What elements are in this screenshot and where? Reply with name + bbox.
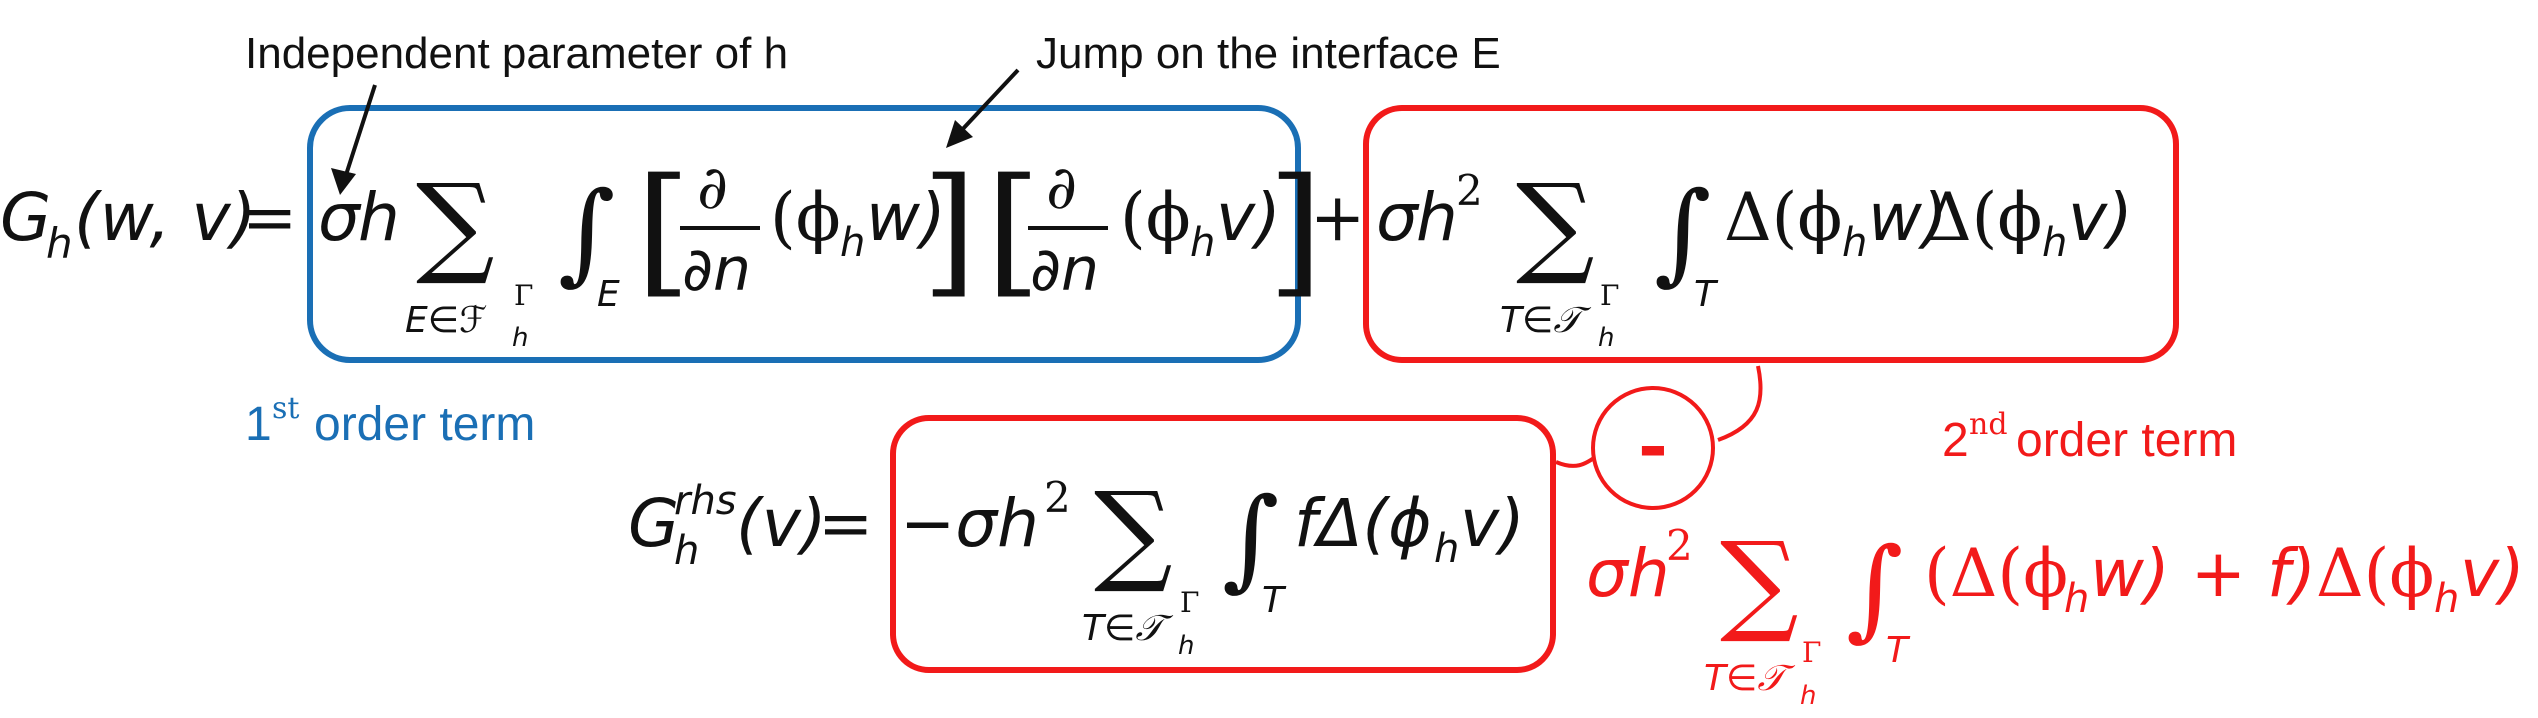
second-order-number: 2: [1942, 414, 1969, 467]
minus-connector-right: [1717, 365, 1763, 442]
rhs-sum-sub: T∈𝒯: [1082, 608, 1173, 649]
diff-square: 2: [1666, 521, 1693, 570]
diff-v-tail: v): [2460, 535, 2525, 612]
phi-w-open: (ϕ: [770, 179, 841, 256]
integral-2: ∫: [1654, 168, 1711, 296]
first-order-text: order term: [314, 398, 535, 451]
minus-circle: [1591, 386, 1715, 510]
delta-phi-v-tail: v): [2068, 179, 2133, 256]
lbracket-2: [: [986, 149, 1041, 312]
plus: +: [1310, 179, 1365, 256]
integral-1: ∫: [558, 168, 615, 296]
second-order-text: order term: [2016, 414, 2237, 467]
second-order-superscript: nd: [1969, 407, 2008, 442]
first-order-superscript: st: [272, 391, 299, 426]
main-equation: G h (w, v) = σ h ∑ E∈ℱ h Γ ∫ E [ ∂ ∂n (ϕ…: [0, 149, 2133, 353]
rhs-sup: rhs: [674, 478, 737, 524]
diff-open-sub-h: h: [2064, 576, 2089, 622]
rhs-G: G: [628, 485, 679, 562]
annotation-independent-parameter: Independent parameter of h: [245, 29, 788, 78]
diff-integral-sub: T: [1886, 630, 1911, 671]
delta-phi-w-sub-h: h: [1842, 220, 1867, 266]
sum-2: ∑: [1516, 160, 1595, 288]
diff-integral: ∫: [1846, 524, 1903, 652]
rhs-sum-sub-h: h: [1178, 631, 1194, 661]
arrow-jump-line: [958, 68, 1020, 134]
diff-open: (Δ(ϕ: [1924, 535, 2068, 612]
h-1: h: [358, 179, 400, 256]
rhs-sum: ∑: [1094, 468, 1173, 596]
arrow-independent-head: [331, 168, 356, 195]
lhs-args: (w, v): [74, 179, 256, 256]
rbracket-2: ]: [1268, 149, 1323, 312]
rhs-square: 2: [1044, 473, 1071, 522]
delta-phi-v: Δ(ϕ: [1924, 179, 2042, 256]
diff-delta-phi-sub-h: h: [2434, 576, 2459, 622]
sum-1: ∑: [416, 160, 495, 288]
delta-phi-w: Δ(ϕ: [1724, 179, 1842, 256]
h-2: h: [1416, 179, 1458, 256]
delta-phi-w-tail: w): [1868, 179, 1948, 256]
sum-1-sup-gamma: Γ: [514, 279, 533, 312]
rhs-box: [890, 415, 1556, 673]
arrow-jump-head: [946, 120, 973, 148]
phi-w-tail: w): [866, 179, 946, 256]
diff-delta-phi: Δ(ϕ: [2316, 535, 2434, 612]
rhs-equation: G rhs h (v) = −σh 2 ∑ T∈𝒯 h Γ ∫ T fΔ(ϕ h…: [628, 468, 1525, 661]
partial-den-2: ∂n: [1030, 235, 1099, 305]
h-2-square: 2: [1456, 166, 1483, 215]
rhs-equals: =: [818, 485, 873, 562]
lhs-sub-h: h: [46, 219, 73, 268]
phi-w-sub-h: h: [840, 220, 865, 266]
phi-v-tail: v): [1216, 179, 1281, 256]
sum-2-sub-h: h: [1598, 323, 1614, 353]
rhs-sum-sup-gamma: Γ: [1180, 586, 1199, 619]
phi-v-sub-h: h: [1190, 220, 1215, 266]
sigma-1: σ: [318, 179, 362, 256]
partial-num-2: ∂: [1046, 153, 1077, 223]
arrow-independent-line: [343, 84, 377, 179]
phi-v-open: (ϕ: [1120, 179, 1191, 256]
rhs-f-delta: fΔ(ϕ: [1294, 485, 1432, 562]
integral-1-sub: E: [597, 274, 620, 315]
delta-phi-v-sub-h: h: [2042, 220, 2067, 266]
rbracket-1: ]: [922, 149, 977, 312]
second-order-box: [1363, 105, 2179, 363]
rhs-integral-sub: T: [1262, 580, 1287, 621]
rhs-args: (v): [736, 485, 827, 562]
partial-den-1: ∂n: [682, 235, 751, 305]
lbracket-1: [: [636, 149, 691, 312]
partial-num-1: ∂: [697, 153, 728, 223]
first-order-label: 1 st order term: [245, 391, 535, 451]
lhs-equals: =: [242, 179, 297, 256]
sigma-2: σ: [1376, 179, 1420, 256]
integral-2-sub: T: [1694, 274, 1719, 315]
diff-sum-sup-gamma: Γ: [1802, 636, 1821, 669]
sum-1-sub: E∈ℱ: [405, 300, 487, 341]
second-order-label: 2 nd order term: [1942, 407, 2237, 467]
rhs-integral: ∫: [1222, 474, 1279, 602]
first-order-box: [307, 105, 1301, 363]
sum-1-sub-h: h: [512, 323, 528, 353]
rhs-v-tail: v): [1460, 485, 1525, 562]
rhs-neg-sigma-h: −σh: [900, 485, 1039, 562]
rhs-phi-sub-h: h: [1434, 526, 1459, 572]
diff-sum: ∑: [1720, 518, 1799, 646]
diff-sum-sub-h: h: [1800, 681, 1816, 711]
diff-w-plus-f: w) + f): [2090, 535, 2316, 612]
rhs-sub-h: h: [674, 528, 699, 574]
difference-expression: σh 2 ∑ T∈𝒯 h Γ ∫ T (Δ(ϕ h w) + f) Δ(ϕ h …: [1586, 518, 2525, 711]
diff-sum-sub: T∈𝒯: [1704, 658, 1795, 699]
lhs-G: G: [0, 179, 51, 256]
sum-2-sup-gamma: Γ: [1600, 279, 1619, 312]
diff-sigma-h: σh: [1586, 535, 1670, 612]
minus-sign: -: [1638, 402, 1668, 487]
annotation-jump: Jump on the interface E: [1036, 29, 1501, 78]
sum-2-sub: T∈𝒯: [1500, 300, 1591, 341]
first-order-number: 1: [245, 398, 272, 451]
